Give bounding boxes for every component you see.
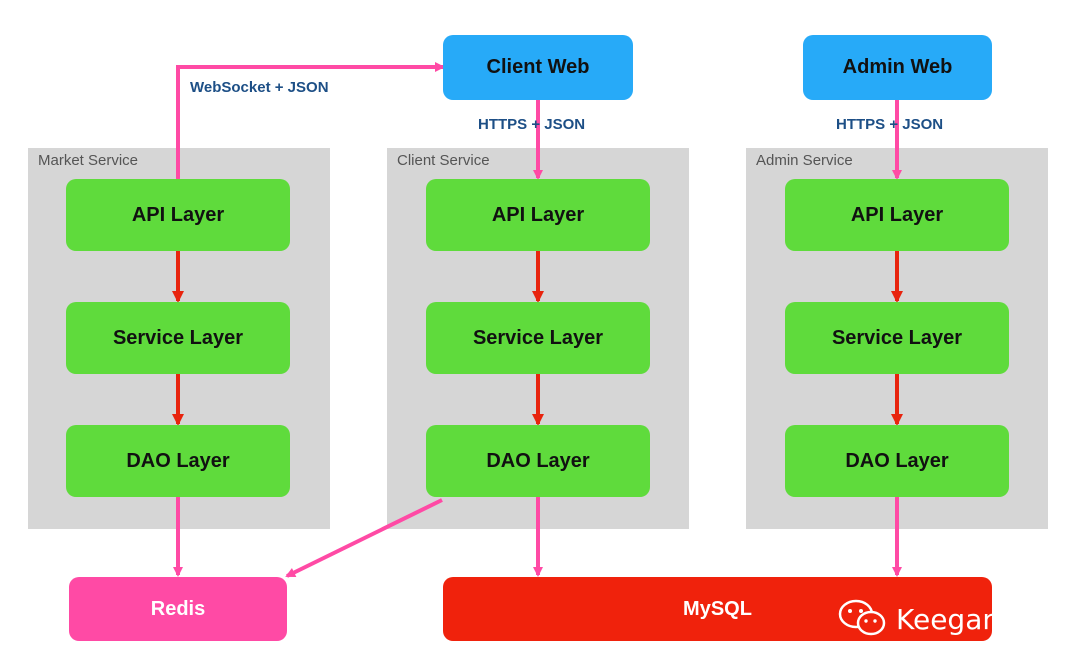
- admin-web-node: Admin Web: [803, 35, 992, 100]
- admin-web-label: Admin Web: [842, 56, 953, 78]
- admin-dao-layer: DAO Layer: [785, 425, 1009, 497]
- admin-service-label: Admin Service: [756, 152, 853, 169]
- admin-service-layer: Service Layer: [785, 302, 1009, 374]
- market-dao-layer-label: DAO Layer: [126, 449, 230, 472]
- redis-node: Redis: [69, 577, 287, 641]
- wechat-icon: [838, 599, 886, 636]
- admin-service-layer-label: Service Layer: [831, 326, 963, 349]
- websocket-label: WebSocket + JSON: [190, 79, 329, 96]
- market-service-layer: Service Layer: [66, 302, 290, 374]
- client-api-layer-label: API Layer: [491, 203, 585, 226]
- client-dao-layer-label: DAO Layer: [486, 449, 590, 472]
- client-api-layer: API Layer: [426, 179, 650, 251]
- market-dao-layer: DAO Layer: [66, 425, 290, 497]
- client-service-layer: Service Layer: [426, 302, 650, 374]
- market-api-layer-label: API Layer: [131, 203, 225, 226]
- admin-api-layer: API Layer: [785, 179, 1009, 251]
- market-service-label: Market Service: [38, 152, 139, 169]
- admin-https-label: HTTPS + JSON: [836, 116, 944, 133]
- client-web-label: Client Web: [486, 56, 590, 78]
- client-dao-to-redis-arrow: [285, 498, 443, 578]
- market-api-layer: API Layer: [66, 179, 290, 251]
- mysql-label: MySQL: [683, 597, 752, 620]
- watermark: Keegan小钢: [838, 598, 1056, 638]
- market-service-layer-label: Service Layer: [112, 326, 244, 349]
- client-dao-layer: DAO Layer: [426, 425, 650, 497]
- client-https-label: HTTPS + JSON: [478, 116, 586, 133]
- mysql-node: MySQL: [443, 577, 992, 641]
- watermark-text: Keegan小钢: [896, 603, 1057, 636]
- redis-label: Redis: [150, 597, 206, 620]
- client-web-node: Client Web: [443, 35, 633, 100]
- client-service-layer-label: Service Layer: [472, 326, 604, 349]
- admin-api-layer-label: API Layer: [850, 203, 944, 226]
- websocket-connector: [173, 62, 445, 187]
- admin-dao-layer-label: DAO Layer: [845, 449, 949, 472]
